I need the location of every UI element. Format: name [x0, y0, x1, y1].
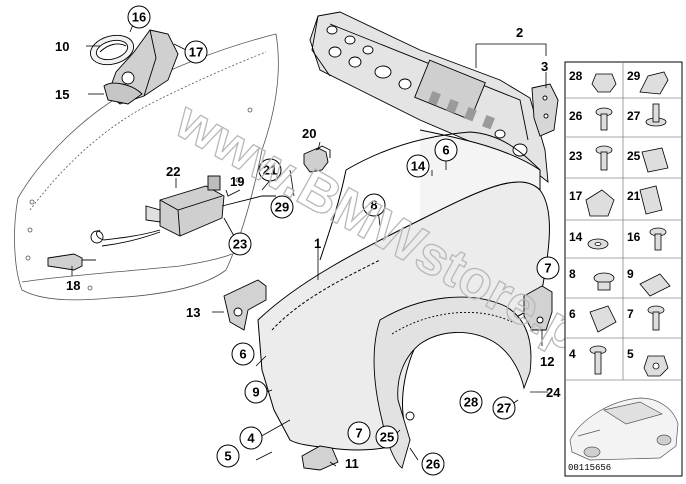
callout-3: 3 — [541, 59, 548, 74]
svg-text:14: 14 — [411, 159, 426, 174]
grid-label-7: 7 — [627, 307, 634, 321]
callout-14: 14 — [406, 154, 430, 178]
grid-label-9: 9 — [627, 267, 634, 281]
callout-7-bottom: 7 — [347, 421, 371, 445]
callout-26: 26 — [421, 452, 445, 476]
car-thumbnail — [569, 397, 679, 461]
wheel-arch-liner — [373, 296, 532, 469]
callout-27: 27 — [492, 396, 516, 420]
svg-text:17: 17 — [189, 45, 203, 60]
svg-text:28: 28 — [464, 395, 478, 410]
callout-28: 28 — [459, 390, 483, 414]
callout-labels: 10 15 2 3 20 22 19 18 1 13 12 24 11 — [55, 25, 561, 471]
svg-text:16: 16 — [132, 10, 146, 25]
callout-9: 9 — [244, 380, 268, 404]
callout-21: 21 — [258, 158, 282, 182]
bracket-3 — [531, 83, 559, 137]
callout-24: 24 — [546, 385, 561, 400]
callout-18: 18 — [66, 278, 80, 293]
callout-7-right: 7 — [536, 256, 560, 280]
bracket-12 — [523, 285, 553, 331]
callout-6-top: 6 — [434, 138, 458, 162]
callout-12: 12 — [540, 354, 554, 369]
svg-text:21: 21 — [263, 163, 277, 178]
grid-label-5: 5 — [627, 347, 634, 361]
callout-19: 19 — [230, 174, 244, 189]
grid-label-17: 17 — [569, 189, 583, 203]
svg-text:29: 29 — [275, 200, 289, 215]
callout-20: 20 — [302, 126, 316, 141]
svg-text:27: 27 — [497, 401, 511, 416]
svg-text:26: 26 — [426, 457, 440, 472]
callout-23: 23 — [228, 232, 252, 256]
callout-11: 11 — [345, 456, 359, 471]
svg-text:7: 7 — [544, 261, 551, 276]
callout-17: 17 — [184, 40, 208, 64]
grid-label-14: 14 — [569, 230, 583, 244]
grid-label-28: 28 — [569, 69, 583, 83]
grid-label-6: 6 — [569, 307, 576, 321]
parts-grid: 28 29 26 27 23 25 17 21 14 16 8 9 6 7 4 … — [564, 61, 683, 477]
bracket-11 — [301, 445, 339, 471]
callout-10: 10 — [55, 39, 69, 54]
callout-8: 8 — [362, 193, 386, 217]
svg-text:5: 5 — [224, 449, 231, 464]
grid-label-25: 25 — [627, 149, 641, 163]
grid-label-29: 29 — [627, 69, 641, 83]
grid-label-21: 21 — [627, 189, 641, 203]
pin-20 — [303, 145, 331, 173]
svg-text:9: 9 — [252, 385, 259, 400]
callout-15: 15 — [55, 87, 69, 102]
grid-label-16: 16 — [627, 230, 641, 244]
grid-label-23: 23 — [569, 149, 583, 163]
callout-6-left: 6 — [231, 342, 255, 366]
grid-label-8: 8 — [569, 267, 576, 281]
callout-13: 13 — [186, 305, 200, 320]
callout-5: 5 — [216, 444, 240, 468]
svg-text:25: 25 — [380, 430, 394, 445]
callout-22: 22 — [166, 164, 180, 179]
grid-label-26: 26 — [569, 109, 583, 123]
svg-text:8: 8 — [370, 198, 377, 213]
callout-1: 1 — [314, 236, 321, 251]
fuel-flap-assembly — [89, 29, 179, 105]
svg-text:6: 6 — [442, 143, 449, 158]
callout-2: 2 — [516, 25, 523, 40]
actuator-assembly — [47, 175, 276, 271]
bracket-13 — [223, 279, 267, 331]
svg-text:6: 6 — [239, 347, 246, 362]
callout-4: 4 — [239, 426, 263, 450]
grid-label-4: 4 — [569, 347, 576, 361]
callout-16: 16 — [127, 5, 151, 29]
svg-text:4: 4 — [247, 431, 255, 446]
circled-callouts: 16 17 21 29 23 14 6 8 7 6 9 4 5 7 25 26 … — [127, 5, 560, 476]
diagram-code: 00115656 — [568, 463, 611, 473]
callout-25: 25 — [375, 425, 399, 449]
grid-label-27: 27 — [627, 109, 641, 123]
callout-29: 29 — [270, 195, 294, 219]
svg-text:7: 7 — [355, 426, 362, 441]
svg-text:23: 23 — [233, 237, 247, 252]
